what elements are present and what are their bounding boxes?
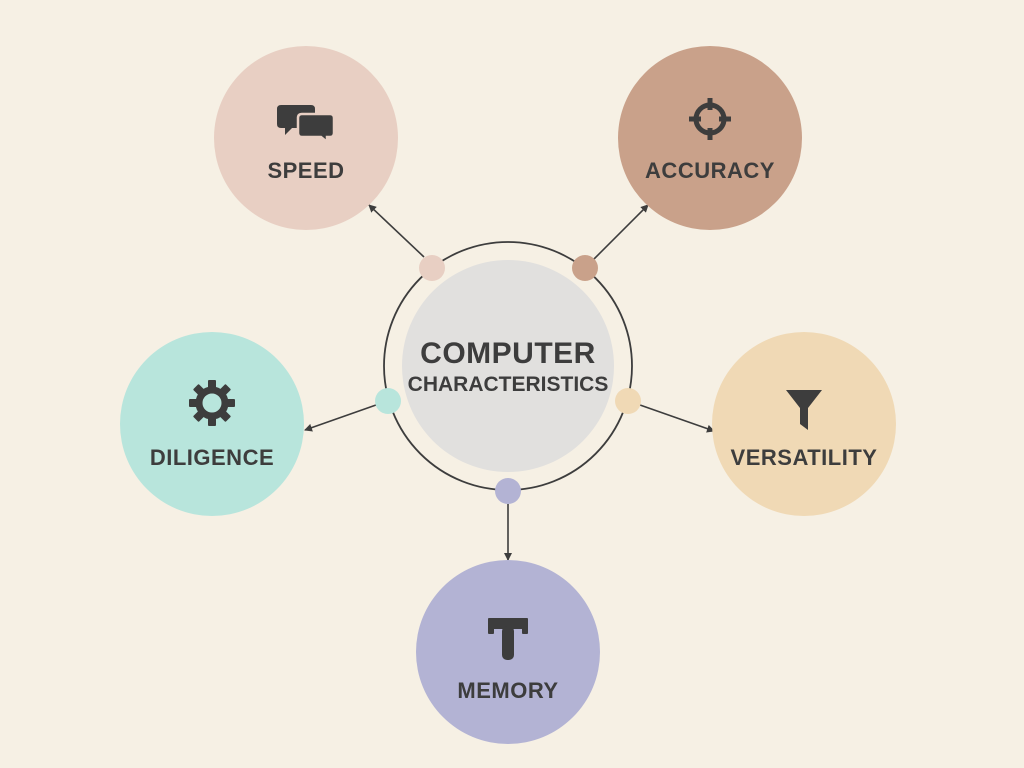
node-diligence-label: DILIGENCE: [149, 445, 275, 470]
crosshair-target-icon: [687, 96, 733, 147]
node-versatility-label: VERSATILITY: [730, 445, 878, 470]
dot-accuracy: [572, 255, 598, 281]
hammer-icon: [486, 616, 530, 667]
arrow-to-versatility: [639, 404, 715, 433]
center-title-line2: CHARACTERISTICS: [407, 373, 609, 396]
node-accuracy-label: ACCURACY: [645, 158, 775, 183]
node-versatility: VERSATILITY: [712, 332, 896, 516]
node-speed: SPEED: [214, 46, 398, 230]
arrow-to-accuracy: [593, 204, 649, 260]
center-title: COMPUTER CHARACTERISTICS: [398, 336, 618, 398]
node-accuracy: ACCURACY: [618, 46, 802, 230]
node-speed-label: SPEED: [267, 158, 345, 183]
gear-icon: [187, 378, 237, 433]
node-memory: MEMORY: [416, 560, 600, 744]
center-title-line1: COMPUTER: [420, 337, 596, 370]
arrow-to-speed: [368, 204, 425, 258]
dot-versatility: [615, 388, 641, 414]
node-memory-label: MEMORY: [457, 678, 559, 703]
center-circle: [402, 260, 614, 472]
dot-speed: [419, 255, 445, 281]
funnel-filter-icon: [784, 388, 824, 437]
node-diligence: DILIGENCE: [120, 332, 304, 516]
chat-bubbles-icon: [276, 102, 336, 147]
dot-memory: [495, 478, 521, 504]
dot-diligence: [375, 388, 401, 414]
arrow-to-diligence: [304, 404, 377, 432]
